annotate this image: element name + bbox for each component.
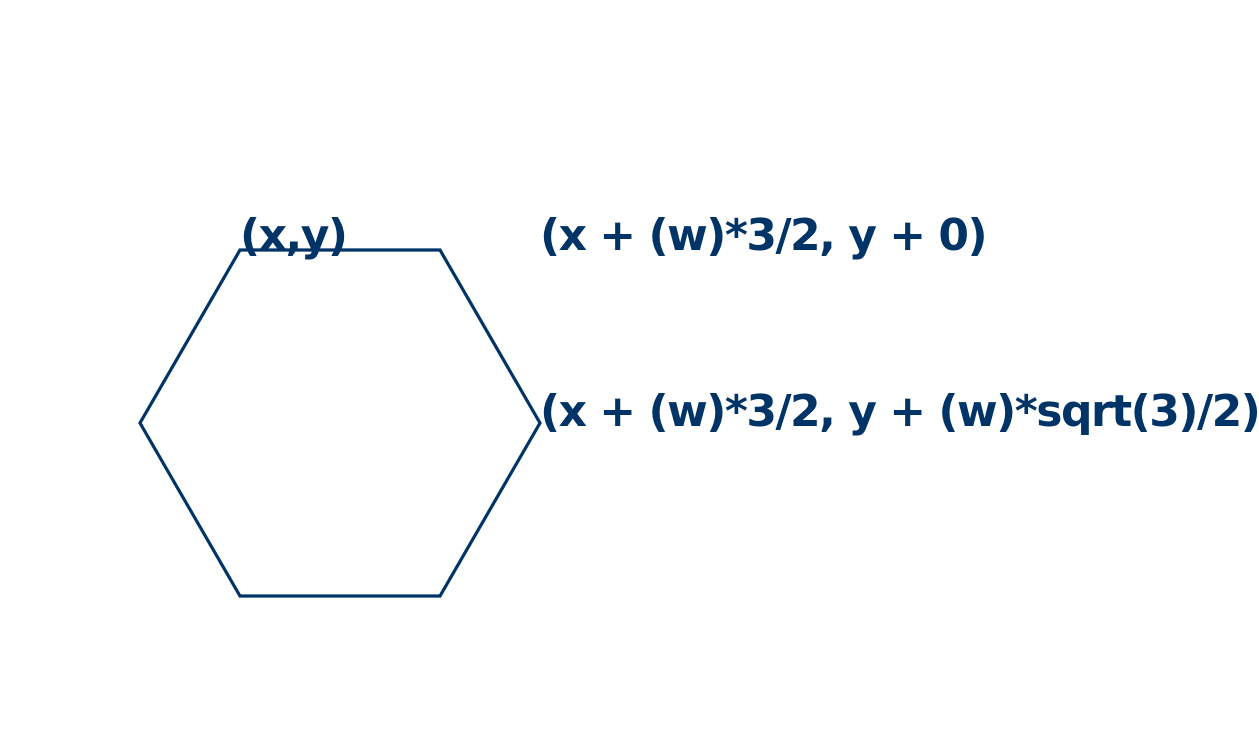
hexagon-diagram: [138, 248, 542, 598]
hexagon-shape: [138, 248, 542, 598]
origin-coordinate-label: (x,y): [240, 210, 348, 261]
right-vertex-coordinate-label: (x + (w)*3/2, y + (w)*sqrt(3)/2): [540, 386, 1259, 437]
top-right-vertex-coordinate-label: (x + (w)*3/2, y + 0): [540, 210, 988, 261]
